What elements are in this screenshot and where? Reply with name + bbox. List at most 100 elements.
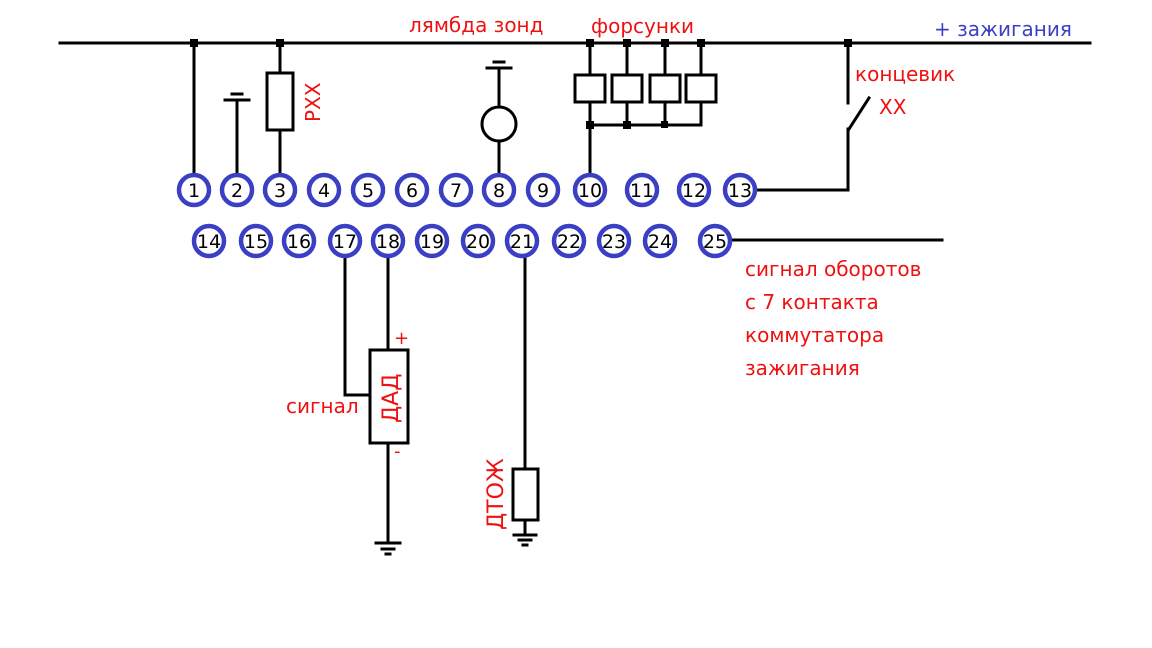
ignition-plus-label: + зажигания <box>934 17 1072 41</box>
connector-pin-5: 5 <box>350 172 386 208</box>
connector-pin-13: 13 <box>722 172 758 208</box>
pin-ring-icon <box>624 172 660 208</box>
pin-number: 3 <box>274 180 286 202</box>
connector-pin-12: 12 <box>676 172 712 208</box>
pin-number: 23 <box>602 231 626 253</box>
connector-pin-14: 14 <box>191 223 227 259</box>
connector-pin-7: 7 <box>438 172 474 208</box>
connector-pin-9: 9 <box>525 172 561 208</box>
connector-pin-21: 21 <box>504 223 540 259</box>
connector-pin-19: 19 <box>414 223 450 259</box>
connector-pin-25: 25 <box>697 223 733 259</box>
map-plus-label: + <box>394 328 409 349</box>
pin-number: 9 <box>537 180 549 202</box>
pin-number: 8 <box>493 180 505 202</box>
connector-pin-6: 6 <box>394 172 430 208</box>
lambda-ground-icon <box>485 60 513 106</box>
pin-ring-icon <box>438 172 474 208</box>
connector-pin-18: 18 <box>370 223 406 259</box>
connector-pin-1: 1 <box>176 172 212 208</box>
pin-number: 7 <box>450 180 462 202</box>
pin-ring-icon <box>394 172 430 208</box>
coolant-sensor-label: ДТОЖ <box>484 458 509 530</box>
idle-switch-label-xx: ХХ <box>879 95 907 119</box>
pin-number: 18 <box>376 231 400 253</box>
pin-number: 24 <box>648 231 672 253</box>
rpm-signal-label-4: зажигания <box>745 356 860 380</box>
pin-ring-icon <box>596 223 632 259</box>
injector-3-icon <box>648 73 682 104</box>
pin-ring-icon <box>350 172 386 208</box>
pin-number: 6 <box>406 180 418 202</box>
pin-number: 2 <box>231 180 243 202</box>
injector-1-icon <box>573 73 607 104</box>
pin-ring-icon <box>176 172 212 208</box>
pin-ring-icon <box>306 172 342 208</box>
pin-number: 20 <box>466 231 490 253</box>
pin-number: 5 <box>362 180 374 202</box>
pin-number: 10 <box>578 180 602 202</box>
map-signal-label: сигнал <box>286 394 359 418</box>
pin-number: 15 <box>244 231 268 253</box>
connector-pin-2: 2 <box>219 172 255 208</box>
pin-ring-icon <box>525 172 561 208</box>
injectors-group <box>573 39 718 174</box>
connector-pin-16: 16 <box>281 223 317 259</box>
pin-ring-icon <box>414 223 450 259</box>
rpm-signal-label-2: с 7 контакта <box>745 290 879 314</box>
pin-number: 19 <box>420 231 444 253</box>
lambda-probe-label: лямбда зонд <box>409 13 543 37</box>
pin-ring-icon <box>370 223 406 259</box>
idle-valve-label: РХХ <box>301 82 325 122</box>
connector-pin-15: 15 <box>238 223 274 259</box>
pin-ring-icon <box>191 223 227 259</box>
pin-ring-icon <box>642 223 678 259</box>
connector-pin-23: 23 <box>596 223 632 259</box>
connector-pin-10: 10 <box>572 172 608 208</box>
coolant-sensor-resistor-icon <box>511 467 540 522</box>
pin-ring-icon <box>572 172 608 208</box>
ground-icon <box>223 92 251 174</box>
injector-2-icon <box>610 73 644 104</box>
switch-open-icon <box>755 41 872 192</box>
idle-switch-label: концевик <box>855 62 955 86</box>
connector-pin-4: 4 <box>306 172 342 208</box>
pin-ring-icon <box>722 172 758 208</box>
pin-ring-icon <box>281 223 317 259</box>
injectors-label: форсунки <box>591 14 694 38</box>
pin-number: 25 <box>703 231 727 253</box>
pin-ring-icon <box>460 223 496 259</box>
rpm-signal-label-1: сигнал оборотов <box>745 257 921 281</box>
pin-number: 11 <box>630 180 654 202</box>
pin-number: 14 <box>197 231 221 253</box>
pin-number: 21 <box>510 231 534 253</box>
pin-ring-icon <box>481 172 517 208</box>
pin-number: 22 <box>557 231 581 253</box>
connector-pin-3: 3 <box>262 172 298 208</box>
pin-ring-icon <box>551 223 587 259</box>
connector-pin-8: 8 <box>481 172 517 208</box>
pin-ring-icon <box>238 223 274 259</box>
connector-pin-11: 11 <box>624 172 660 208</box>
ground-icon <box>374 541 402 556</box>
rpm-signal-label-3: коммутатора <box>745 323 884 347</box>
connector-pin-24: 24 <box>642 223 678 259</box>
map-sensor-label: ДАД <box>379 374 404 423</box>
connector-pin-22: 22 <box>551 223 587 259</box>
pin-number: 17 <box>333 231 357 253</box>
pin-ring-icon <box>327 223 363 259</box>
ground-icon <box>512 533 538 547</box>
pin-ring-icon <box>676 172 712 208</box>
pin-number: 16 <box>287 231 311 253</box>
pin-ring-icon <box>262 172 298 208</box>
pin-ring-icon <box>504 223 540 259</box>
sensor-circle-icon <box>480 105 518 143</box>
pin-ring-icon <box>219 172 255 208</box>
map-minus-label: - <box>394 441 401 462</box>
pin-number: 4 <box>318 180 330 202</box>
pin-number: 13 <box>728 180 752 202</box>
pin-ring-icon <box>697 223 733 259</box>
idle-valve-resistor-icon <box>265 71 295 132</box>
